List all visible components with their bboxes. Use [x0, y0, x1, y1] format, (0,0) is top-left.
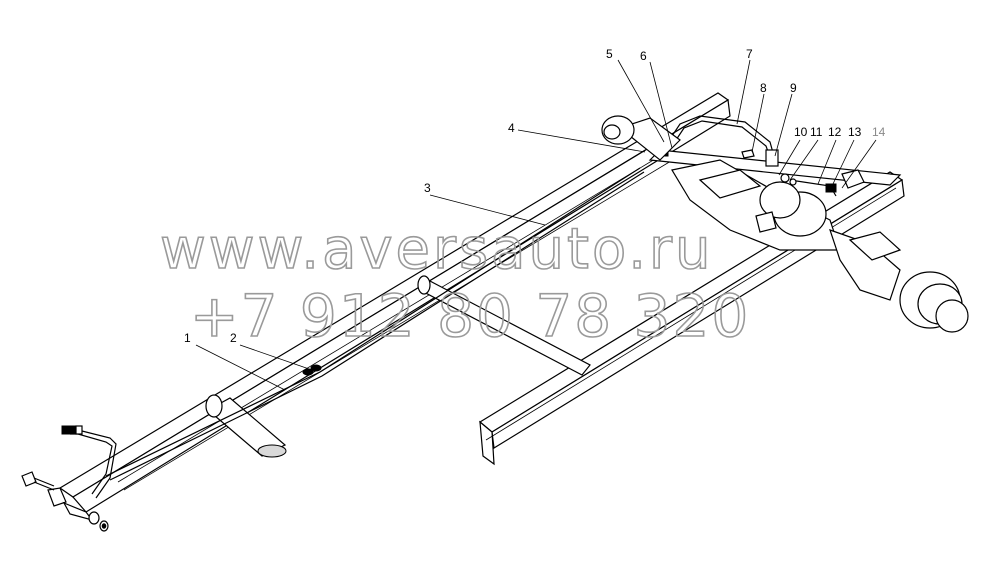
callout-5: 5: [606, 47, 613, 61]
watermark-phone: +7 912 80 78 320: [190, 282, 750, 350]
leader-11: [789, 139, 819, 181]
leader-3: [429, 194, 546, 226]
callout-6: 6: [640, 49, 647, 63]
leader-lines: [195, 59, 877, 391]
leader-13: [831, 139, 855, 187]
cross-members: [205, 149, 902, 458]
callout-12: 12: [828, 125, 842, 139]
leader-12: [817, 139, 837, 185]
leader-2: [239, 344, 313, 371]
leader-9: [774, 93, 793, 157]
callout-9: 9: [790, 81, 797, 95]
callout-10: 10: [794, 125, 808, 139]
leader-4: [517, 129, 646, 153]
callout-8: 8: [760, 81, 767, 95]
callout-13: 13: [848, 125, 862, 139]
leader-7: [736, 59, 751, 125]
callout-11: 11: [810, 125, 823, 139]
leader-8: [751, 93, 765, 153]
leader-14: [841, 139, 877, 189]
rear-axle: [601, 115, 969, 333]
callout-1: 1: [184, 331, 191, 345]
callout-4: 4: [508, 121, 515, 135]
callout-labels: 1 2 3 4 5 6 7 8 9 10 11 12 13 14: [184, 47, 886, 345]
callout-7: 7: [746, 47, 753, 61]
callout-2: 2: [230, 331, 237, 345]
leader-1: [195, 344, 286, 391]
watermark: www.aversauto.ru +7 912 80 78 320: [159, 216, 750, 351]
leader-10: [778, 139, 801, 176]
watermark-url: www.aversauto.ru: [160, 217, 714, 282]
leader-6: [649, 61, 673, 149]
callout-3: 3: [424, 181, 431, 195]
front-fasteners: [21, 471, 109, 532]
callout-14: 14: [872, 125, 886, 139]
leader-5: [617, 59, 665, 143]
